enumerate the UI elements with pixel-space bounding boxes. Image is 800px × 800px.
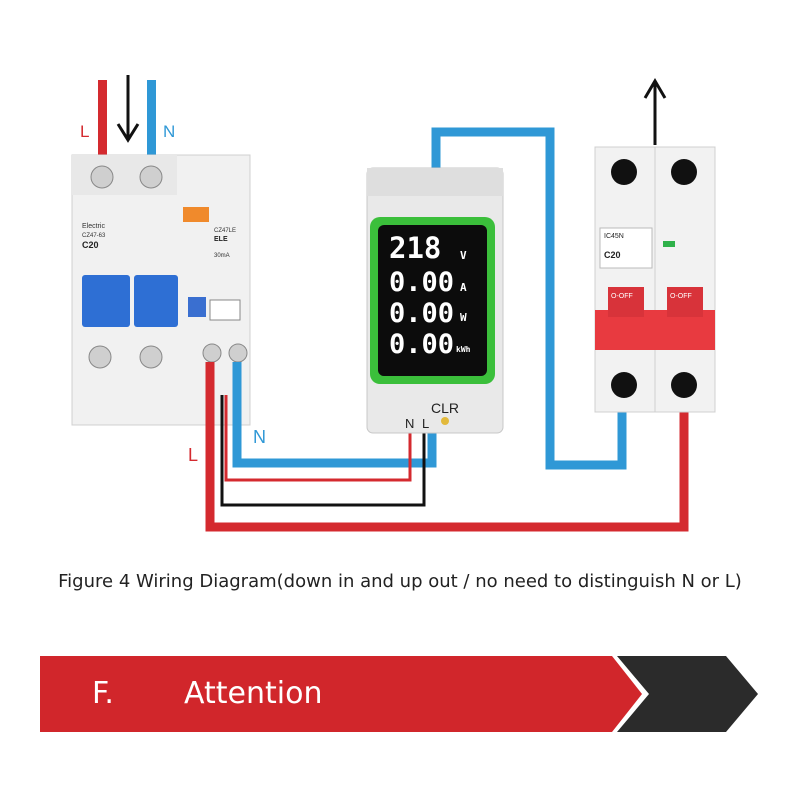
terminal-screw — [228, 343, 248, 363]
rcbo-model: CZ47-63 — [82, 233, 106, 239]
terminal-hole — [671, 372, 697, 398]
arrow-up-icon — [643, 78, 667, 145]
supply-neutral-wire — [147, 80, 156, 175]
live-loop-wire — [205, 362, 689, 532]
banner-red-arrow — [40, 656, 642, 732]
rcbo-toggle-left[interactable] — [82, 275, 130, 327]
clr-button[interactable] — [441, 417, 449, 425]
reading-current-unit: A — [460, 281, 467, 294]
rcbo-rating: C20 — [82, 240, 99, 250]
supply-live-wire — [98, 80, 107, 175]
terminal-hole — [671, 159, 697, 185]
terminal-hole — [611, 159, 637, 185]
black-wire-to-meter — [220, 395, 426, 507]
banner-dark-chevron — [617, 656, 758, 732]
meter-clr-label: CLR — [431, 400, 459, 416]
reading-voltage-value: 218 — [389, 231, 441, 265]
mcb-breaker: IC45N C20 O-OFF O-OFF — [594, 146, 716, 413]
mcb-switch-label-left: O-OFF — [611, 293, 633, 300]
red-wire-to-meter — [224, 395, 412, 482]
section-title: Attention — [184, 676, 323, 711]
terminal-hole — [611, 372, 637, 398]
mcb-switch-label-right: O-OFF — [670, 293, 692, 300]
rcbo-brand: Electric — [82, 223, 105, 230]
rcbo-model2: CZ47LE — [214, 228, 236, 234]
reading-current-value: 0.00 — [389, 267, 454, 298]
reading-energy-unit: kWh — [456, 345, 471, 354]
meter-l-label: L — [422, 416, 429, 431]
section-letter: F. — [92, 676, 114, 711]
neutral-wire-to-meter — [232, 362, 437, 468]
rcbo-type: ELE — [214, 236, 228, 243]
terminal-screw — [139, 345, 163, 369]
rcbo-test-button[interactable] — [183, 207, 209, 222]
wire-label-l: L — [188, 445, 198, 465]
lcd-screen — [378, 225, 487, 376]
mcb-indicator — [663, 241, 675, 247]
reading-power-unit: W — [460, 311, 467, 324]
terminal-screw — [90, 165, 114, 189]
mcb-model: IC45N — [604, 233, 624, 240]
wire-label-n: N — [253, 427, 266, 447]
meter-n-label: N — [405, 416, 414, 431]
terminal-screw — [202, 343, 222, 363]
reading-energy-value: 0.00 — [389, 329, 454, 360]
rcbo-toggle-right[interactable] — [134, 275, 178, 327]
connection-wires — [205, 127, 689, 532]
neutral-loop-wire — [431, 127, 627, 470]
rcbo-indicator — [188, 297, 206, 317]
rcbo-rated-current: 30mA — [214, 253, 230, 259]
mcb-rating: C20 — [604, 250, 621, 260]
rcbo-device: Electric CZ47-63 C20 CZ47LE ELE 30mA — [71, 154, 251, 426]
supply-neutral-label: N — [163, 122, 175, 141]
din-meter: 218 V 0.00 A 0.00 W 0.00 kWh CLR N L — [366, 167, 504, 434]
mcb-toggle-left[interactable] — [608, 287, 644, 317]
terminal-screw — [139, 165, 163, 189]
mcb-toggle-right[interactable] — [667, 287, 703, 317]
supply-live-label: L — [80, 122, 89, 141]
reading-power-value: 0.00 — [389, 298, 454, 329]
reading-voltage-unit: V — [460, 249, 467, 262]
figure-caption: Figure 4 Wiring Diagram(down in and up o… — [58, 571, 742, 592]
supply-wires: L N — [80, 75, 175, 175]
terminal-screw — [88, 345, 112, 369]
arrow-down-icon — [116, 75, 140, 143]
